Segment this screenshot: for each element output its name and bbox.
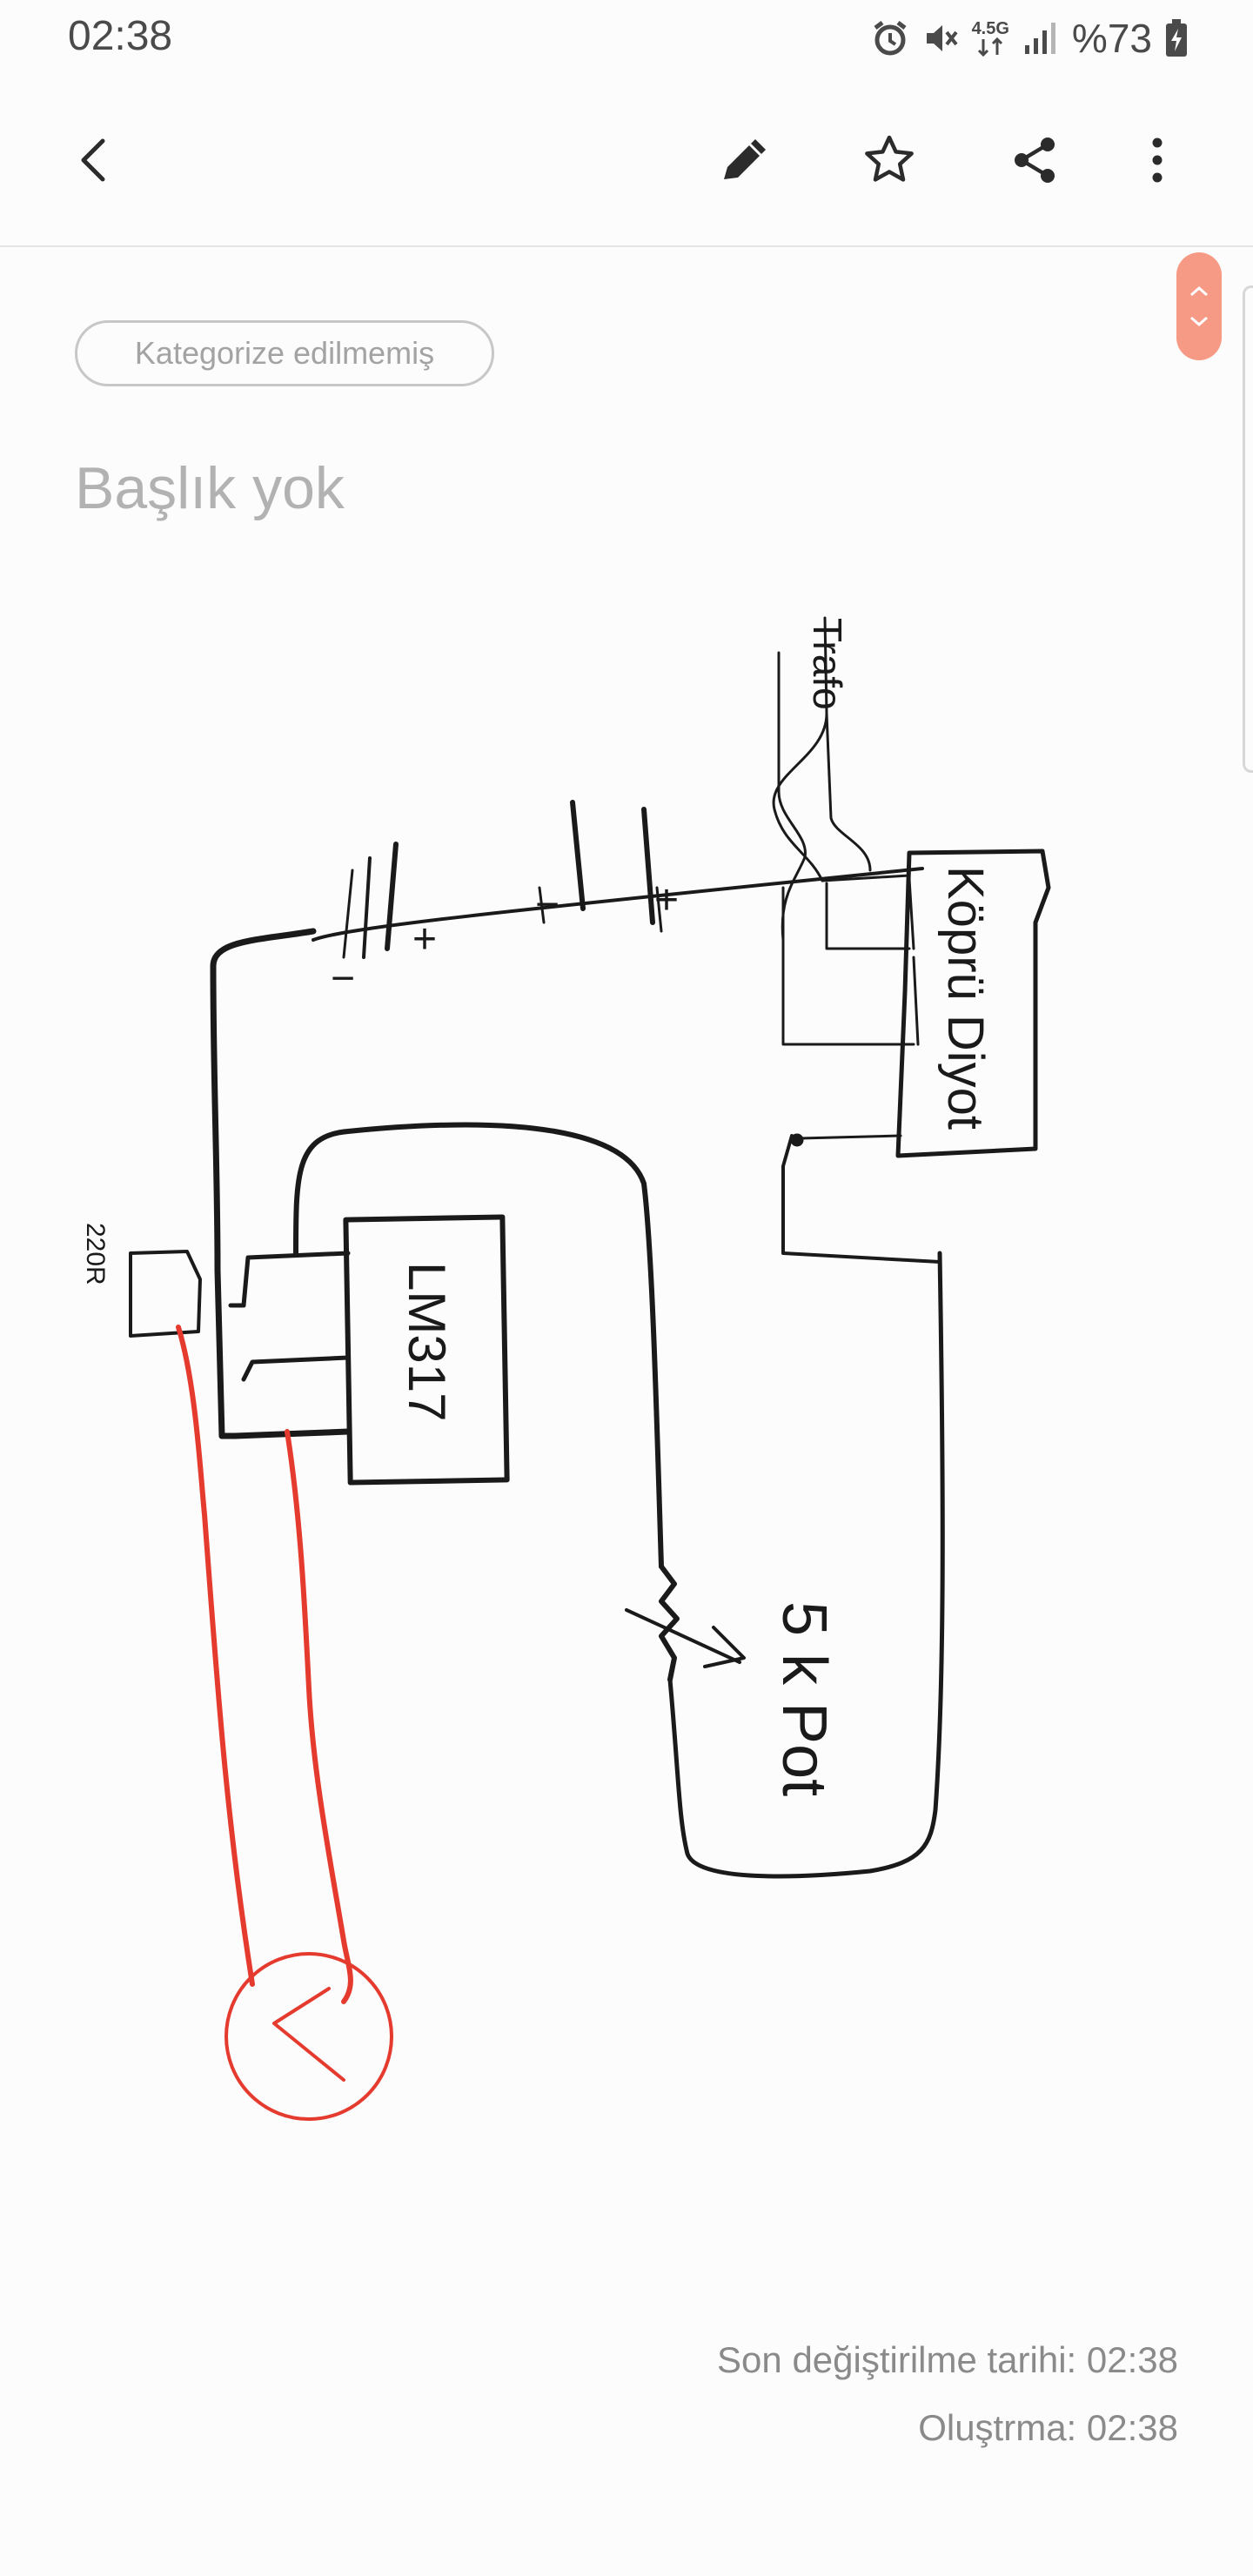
category-chip[interactable]: Kategorize edilmemiş — [75, 320, 494, 386]
status-bar: 02:38 4.5G %73 — [0, 0, 1253, 75]
label-trafo: Trafo — [805, 618, 850, 710]
status-icons: 4.5G %73 — [871, 12, 1189, 64]
chevron-up-icon — [1190, 285, 1208, 297]
label-plus-2: + — [654, 877, 679, 923]
share-icon — [1015, 138, 1055, 183]
battery-charging-icon — [1164, 18, 1189, 58]
label-resistor: 220R — [81, 1223, 110, 1285]
network-type-icon: 4.5G — [972, 20, 1009, 57]
scroll-handle[interactable] — [1176, 252, 1222, 360]
label-minus-2: − — [331, 956, 355, 1002]
signal-icon — [1022, 19, 1060, 57]
note-title[interactable]: Başlık yok — [75, 455, 345, 521]
share-button[interactable] — [994, 118, 1077, 202]
more-vert-icon — [1152, 138, 1163, 183]
label-pot: 5 k Pot — [769, 1601, 839, 1796]
status-time: 02:38 — [68, 13, 173, 59]
chevron-down-icon — [1190, 316, 1208, 327]
favorite-button[interactable] — [848, 118, 931, 202]
alarm-icon — [871, 19, 909, 57]
handwritten-drawing[interactable]: Trafo Köprü Diyot LM317 5 k Pot 220R + +… — [0, 557, 1253, 2158]
note-toolbar — [0, 75, 1253, 247]
label-minus-1: − — [535, 882, 559, 928]
more-options-button[interactable] — [1116, 118, 1199, 202]
back-arrow-icon — [81, 138, 105, 182]
battery-percent: %73 — [1071, 16, 1152, 61]
scroll-track — [1243, 285, 1253, 773]
network-label: 4.5G — [971, 19, 1009, 38]
pen-icon — [724, 139, 766, 179]
label-kopru-diyot: Köprü Diyot — [937, 866, 994, 1130]
modified-date: Son değiştirilme tarihi: 02:38 — [717, 2339, 1178, 2380]
mute-icon — [921, 19, 960, 57]
back-button[interactable] — [54, 118, 137, 202]
edit-button[interactable] — [703, 118, 787, 202]
label-plus-1: + — [412, 916, 437, 963]
label-lm317: LM317 — [398, 1262, 456, 1421]
star-icon — [865, 135, 914, 182]
created-date: Oluştrma: 02:38 — [918, 2407, 1178, 2448]
